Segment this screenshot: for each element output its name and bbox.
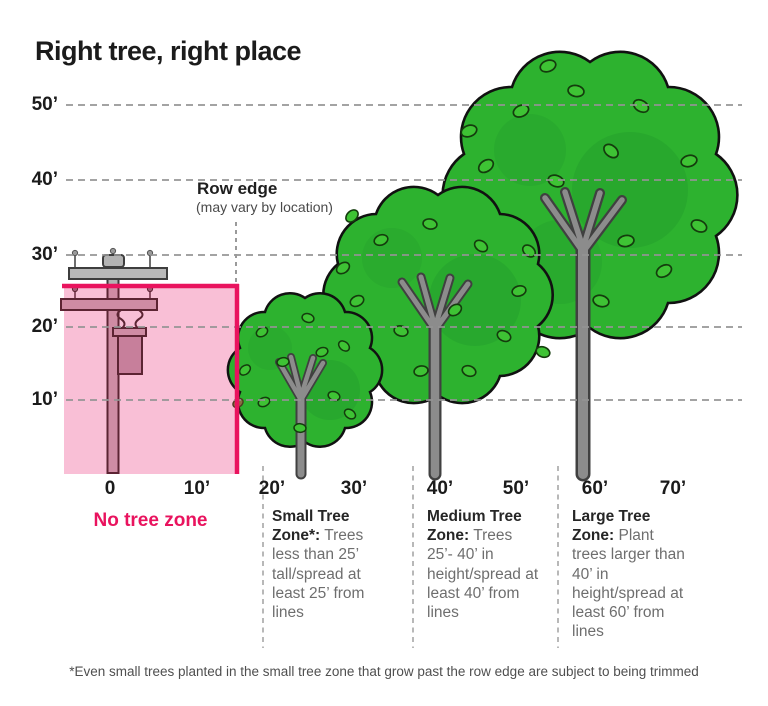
- transformer-bracket: [112, 327, 147, 337]
- crown-shade: [572, 132, 688, 248]
- small-tree-leaves: [238, 312, 357, 434]
- crown-shade: [362, 228, 422, 288]
- large-tree-zone-heading: Large Tree Zone:: [572, 508, 651, 545]
- medium-tree-zone-body: Trees 25’- 40’ in height/spread at least…: [427, 527, 539, 622]
- x-axis-label-50: 50’: [502, 478, 530, 499]
- y-axis-label-10: 10’: [31, 389, 58, 410]
- small-tree: [226, 291, 384, 480]
- y-axis-label-40: 40’: [31, 169, 58, 190]
- crown-shade: [494, 114, 566, 186]
- utility-pole: [60, 247, 168, 474]
- medium-tree-zone-text: Medium Tree Zone: Trees 25’- 40’ in heig…: [427, 507, 541, 622]
- y-axis-label-30: 30’: [31, 244, 58, 265]
- x-axis-label-40: 40’: [426, 478, 454, 499]
- x-axis-label-60: 60’: [581, 478, 609, 499]
- medium-tree-trunk: [397, 272, 473, 481]
- y-axis-label-20: 20’: [31, 316, 58, 337]
- row-edge-label: Row edge: [197, 179, 278, 198]
- small-tree-zone-heading: Small Tree Zone*:: [272, 508, 350, 545]
- large-tree-trunk: [540, 187, 627, 482]
- no-tree-zone-area: [64, 286, 237, 474]
- x-axis-label-30: 30’: [340, 478, 368, 499]
- x-axis-label-10: 10’: [183, 478, 211, 499]
- height-gridlines: [66, 104, 742, 401]
- x-axis-label-20: 20’: [258, 478, 286, 499]
- footnote: *Even small trees planted in the small t…: [69, 664, 699, 679]
- crossarm-lower: [60, 298, 158, 311]
- large-tree-zone-text: Large Tree Zone: Plant trees larger than…: [572, 507, 686, 642]
- small-tree-zone-body: Trees less than 25’ tall/spread at least…: [272, 527, 365, 622]
- x-axis-label-70: 70’: [659, 478, 687, 499]
- crossarm-top: [68, 267, 168, 280]
- page-title: Right tree, right place: [35, 36, 302, 66]
- small-tree-zone-text: Small Tree Zone*: Trees less than 25’ ta…: [272, 507, 380, 622]
- transformer-wires: [116, 309, 144, 330]
- y-axis-label-50: 50’: [31, 94, 58, 115]
- large-tree-zone-body: Plant trees larger than 40’ in height/sp…: [572, 527, 685, 641]
- row-edge-note: (may vary by location): [196, 199, 333, 215]
- pole-shaft: [106, 283, 120, 474]
- medium-tree-zone-heading: Medium Tree Zone:: [427, 508, 522, 545]
- no-tree-zone-label: No tree zone: [93, 510, 208, 531]
- pole-cap: [102, 254, 125, 268]
- no-tree-zone-border: [62, 283, 240, 474]
- zone-separators: [262, 466, 559, 648]
- transformer-box: [117, 335, 143, 375]
- insulator-caps-top: [71, 247, 154, 257]
- x-axis-label-0: 0: [104, 478, 116, 499]
